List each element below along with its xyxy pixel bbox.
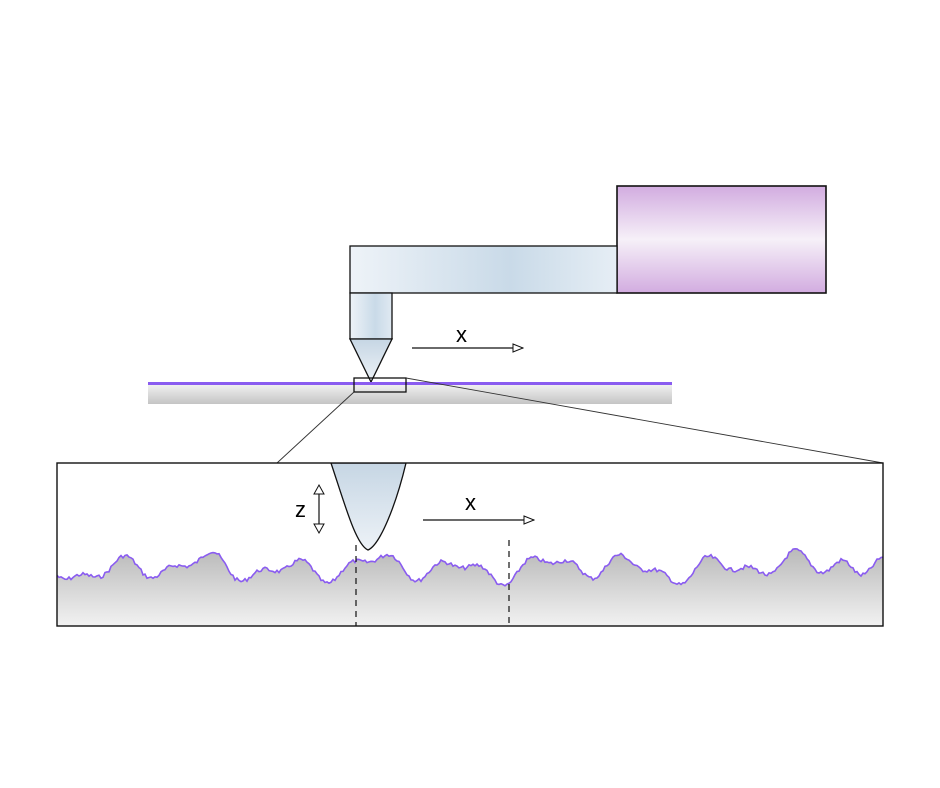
stylus-stem — [349, 292, 393, 340]
magnified-panel-frame — [56, 462, 884, 627]
magnified-stylus-tip — [330, 463, 407, 551]
vertical-displacement-arrow — [313, 483, 325, 535]
magnified-panel — [57, 463, 883, 626]
stylus-tip — [348, 338, 394, 384]
scan-direction-label-top: x — [456, 322, 467, 347]
scan-direction-label-zoom: x — [465, 490, 476, 515]
surface-profile-line — [57, 547, 883, 587]
vertical-displacement-label: z — [295, 497, 306, 522]
zoom-region-marker — [353, 377, 407, 393]
sample-substrate — [148, 384, 672, 404]
instrument-housing — [616, 185, 827, 294]
surface-profile-fill — [57, 548, 883, 626]
cantilever-arm — [349, 245, 618, 294]
zoom-guide-right — [405, 377, 884, 464]
zoom-guide-left — [276, 391, 355, 464]
